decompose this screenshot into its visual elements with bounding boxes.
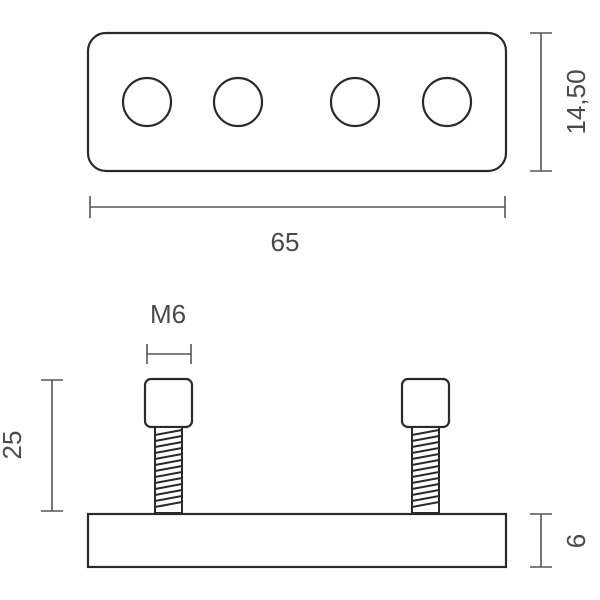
thread-dimension-label: M6	[150, 299, 186, 329]
thread-line	[154, 429, 183, 436]
thread-line	[154, 501, 183, 508]
left-bolt-threads	[154, 429, 183, 508]
thread-line	[154, 465, 183, 472]
base-height-dimension: 6	[530, 513, 591, 568]
top-height-dimension-label: 14,50	[561, 69, 591, 134]
hole-2	[212, 76, 264, 128]
top-view	[86, 31, 508, 173]
thread-line	[411, 483, 440, 490]
top-height-dimension: 14,50	[530, 32, 591, 172]
thread-line	[154, 441, 183, 448]
right-bolt-head	[400, 377, 451, 429]
thread-line	[411, 453, 440, 460]
hole-3	[329, 76, 381, 128]
thread-line	[411, 471, 440, 478]
right-bolt-threads	[411, 429, 440, 508]
right-bolt	[400, 377, 451, 514]
left-bolt	[143, 377, 194, 514]
thread-line	[411, 447, 440, 454]
side-view	[86, 377, 508, 569]
thread-line	[411, 435, 440, 442]
hole-4	[421, 76, 473, 128]
top-plate-outline	[86, 31, 508, 173]
left-bolt-head	[143, 377, 194, 429]
thread-line	[411, 495, 440, 502]
thread-line	[154, 471, 183, 478]
bolt-height-dimension: 25	[0, 379, 63, 512]
thread-line	[154, 477, 183, 484]
bolt-height-dimension-label: 25	[0, 431, 27, 460]
width-dimension-label: 65	[271, 227, 300, 257]
thread-line	[154, 453, 183, 460]
thread-line	[411, 489, 440, 496]
thread-line	[154, 495, 183, 502]
thread-line	[154, 435, 183, 442]
width-dimension: 65	[89, 196, 506, 257]
thread-line	[154, 447, 183, 454]
thread-line	[411, 459, 440, 466]
base-plate	[86, 512, 508, 569]
hole-1	[121, 76, 173, 128]
base-height-dimension-label: 6	[561, 534, 591, 548]
thread-line	[154, 459, 183, 466]
thread-line	[154, 489, 183, 496]
thread-dimension: M6	[146, 299, 192, 364]
thread-line	[411, 465, 440, 472]
thread-line	[411, 501, 440, 508]
thread-line	[411, 477, 440, 484]
thread-line	[411, 429, 440, 436]
thread-line	[411, 441, 440, 448]
thread-line	[154, 483, 183, 490]
